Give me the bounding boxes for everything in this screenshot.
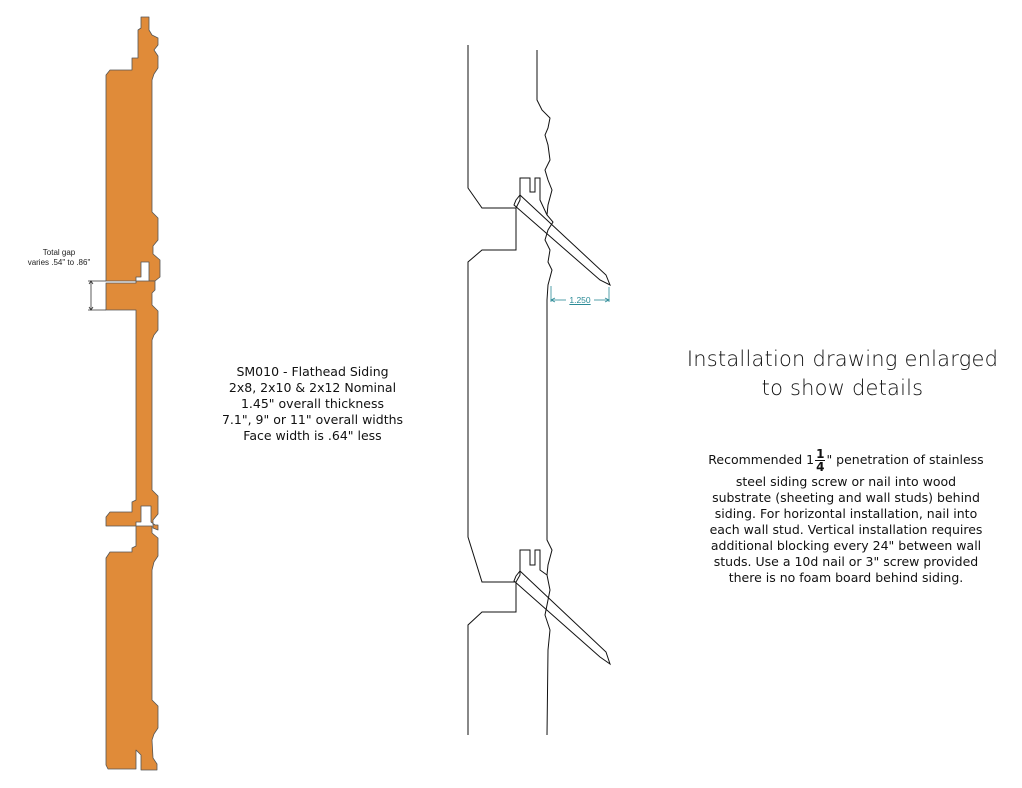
detail-face-line bbox=[536, 50, 554, 576]
note-fraction: 1 4 bbox=[815, 446, 826, 474]
gap-dimension bbox=[88, 280, 106, 311]
note-line-7: studs. Use a 10d nail or 3" screw provid… bbox=[713, 554, 979, 569]
heading-line-2: to show details bbox=[761, 376, 924, 400]
gap-note-line-2: varies .54" to .86" bbox=[27, 258, 91, 267]
nail-lower-icon bbox=[513, 570, 611, 666]
nail-upper-icon bbox=[513, 194, 611, 287]
page-heading: Installation drawing enlarged to show de… bbox=[675, 345, 1010, 403]
note-line-3: substrate (sheeting and wall studs) behi… bbox=[712, 490, 980, 505]
spec-line-thickness: 1.45" overall thickness bbox=[240, 396, 385, 411]
note-line-2: steel siding screw or nail into wood bbox=[735, 474, 957, 489]
note-line-5: each wall stud. Vertical installation re… bbox=[709, 522, 983, 537]
spec-line-face: Face width is .64" less bbox=[243, 428, 382, 443]
note-line-8: there is no foam board behind siding. bbox=[728, 570, 964, 585]
spec-line-widths: 7.1", 9" or 11" overall widths bbox=[221, 412, 404, 427]
gap-note-line-1: Total gap bbox=[42, 248, 76, 257]
note-prefix: Recommended 1 bbox=[708, 452, 815, 467]
spec-line-nominal: 2x8, 2x10 & 2x12 Nominal bbox=[228, 380, 397, 395]
note-line-1: Recommended 1 1 4 " penetration of stain… bbox=[680, 446, 1012, 474]
detail-tongue-lower bbox=[515, 549, 548, 583]
detail-tongue-upper bbox=[515, 177, 548, 216]
spec-line-product: SM010 - Flathead Siding bbox=[236, 364, 389, 379]
heading-line-1: Installation drawing enlarged bbox=[686, 347, 999, 371]
siding-board-top bbox=[105, 16, 161, 282]
note-fraction-numerator: 1 bbox=[815, 446, 826, 461]
penetration-dimension bbox=[550, 286, 610, 303]
siding-profile bbox=[105, 16, 161, 771]
siding-board-middle bbox=[105, 280, 159, 531]
note-line-6: additional blocking every 24" between wa… bbox=[710, 538, 982, 553]
detail-drawing bbox=[467, 45, 611, 736]
gap-note: Total gap varies .54" to .86" bbox=[18, 248, 100, 268]
note-line-1-suffix: " penetration of stainless bbox=[826, 452, 984, 467]
siding-board-bottom bbox=[105, 525, 159, 771]
note-fraction-denominator: 4 bbox=[816, 459, 825, 474]
installation-note: Recommended 1 1 4 " penetration of stain… bbox=[680, 446, 1012, 586]
dimension-label: 1.250 bbox=[569, 295, 591, 305]
note-line-4: siding. For horizontal installation, nai… bbox=[714, 506, 978, 521]
detail-back-line bbox=[467, 45, 517, 735]
spec-block: SM010 - Flathead Siding 2x8, 2x10 & 2x12… bbox=[200, 364, 425, 444]
